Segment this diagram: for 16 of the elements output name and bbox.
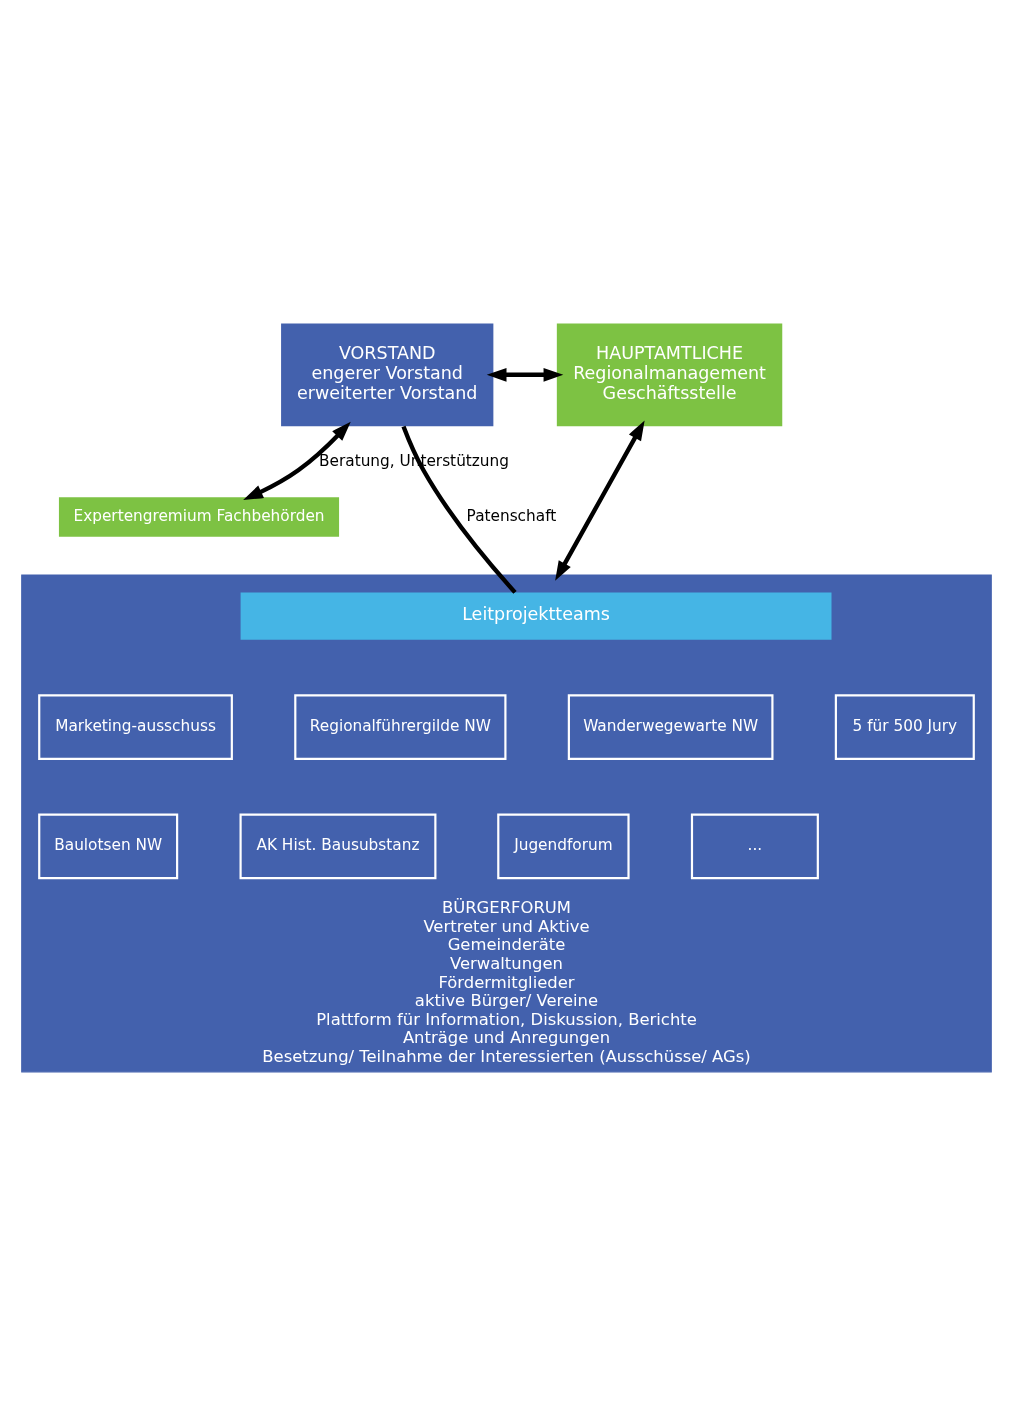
- node-box: Jugendforum: [497, 813, 630, 879]
- node-box: Leitprojektteams: [240, 592, 832, 640]
- node-box: Baulotsen NW: [38, 813, 179, 879]
- edge-label: Patenschaft: [466, 506, 557, 525]
- arrow: [555, 420, 645, 581]
- node-box: Expertengremium Fachbehörden: [58, 496, 340, 537]
- arrow: [486, 367, 564, 382]
- node-box: Wanderwegewarte NW: [567, 693, 774, 760]
- node-box: Marketing-ausschuss: [38, 693, 233, 760]
- node-box: HAUPTAMTLICHE Regionalmanagement Geschäftsstelle: [556, 322, 783, 426]
- node-box: Regionalführergilde NW: [294, 693, 507, 760]
- node-box: ...: [690, 813, 819, 879]
- arrow: [243, 421, 351, 500]
- node-box: AK Hist. Bausubstanz: [239, 813, 437, 879]
- node-box: 5 für 500 Jury: [834, 693, 975, 760]
- node-box: VORSTAND engerer Vorstand erweiterter Vorstand: [281, 322, 494, 426]
